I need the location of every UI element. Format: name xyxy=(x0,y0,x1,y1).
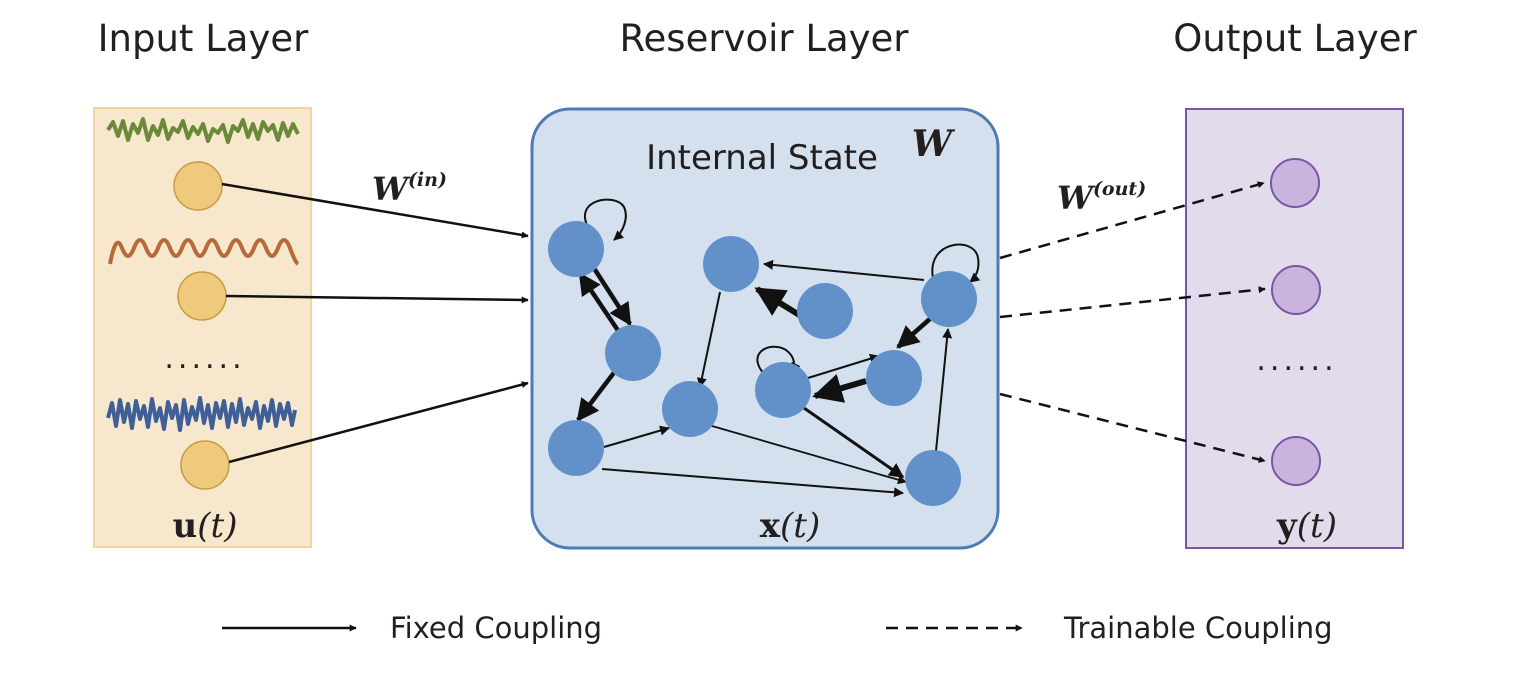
edge-k-d xyxy=(754,286,803,319)
edge-d-e xyxy=(696,291,721,388)
self-loop-a xyxy=(583,198,627,241)
output-coupling-1 xyxy=(999,181,1265,260)
reservoir-node-a xyxy=(548,221,604,277)
reservoir-connections xyxy=(576,198,981,498)
reservoir-node-d xyxy=(703,236,759,292)
internal-state-label: Internal State xyxy=(646,138,878,178)
input-coupling-3 xyxy=(228,381,529,464)
reservoir-nodes xyxy=(548,221,977,506)
input-signal-orange xyxy=(108,238,300,266)
edge-c-e xyxy=(603,425,670,448)
legend-fixed-label: Fixed Coupling xyxy=(390,611,602,645)
reservoir-node-i xyxy=(921,271,977,327)
input-ellipsis: ...... xyxy=(164,341,245,376)
input-node-1 xyxy=(173,161,223,211)
edge-i-d xyxy=(763,259,925,281)
output-node-2 xyxy=(1271,265,1321,315)
reservoir-weight-label: W xyxy=(912,123,956,165)
self-loop-i xyxy=(931,243,981,283)
output-layer-title: Output Layer xyxy=(1173,17,1417,60)
input-signal-blue xyxy=(106,396,297,432)
output-node-1 xyxy=(1270,158,1320,208)
reservoir-node-h xyxy=(905,450,961,506)
reservoir-node-c xyxy=(548,420,604,476)
reservoir-layer-title: Reservoir Layer xyxy=(619,17,909,60)
output-coupling-2 xyxy=(999,286,1266,319)
output-node-3 xyxy=(1271,436,1321,486)
reservoir-node-b xyxy=(605,325,661,381)
input-signal-green xyxy=(106,117,300,144)
edge-e-h xyxy=(711,425,907,485)
input-coupling-2 xyxy=(225,294,529,304)
edge-c-h xyxy=(601,468,904,498)
input-node-3 xyxy=(180,440,230,490)
reservoir-node-e xyxy=(662,381,718,437)
input-weight-label: W(in) xyxy=(372,169,447,208)
output-ellipsis: ...... xyxy=(1256,343,1337,378)
input-layer-title: Input Layer xyxy=(98,17,310,60)
output-coupling-3 xyxy=(999,392,1266,463)
reservoir-node-k xyxy=(797,283,853,339)
edge-b-a xyxy=(578,272,621,334)
edge-g-f xyxy=(812,373,867,403)
input-node-2 xyxy=(177,271,227,321)
reservoir-node-f xyxy=(755,362,811,418)
self-loop-f xyxy=(756,345,801,379)
reservoir-panel xyxy=(530,107,1000,550)
edge-b-c xyxy=(576,368,618,422)
edge-i-g xyxy=(896,316,933,349)
input-vector-label: u(t) xyxy=(173,506,238,546)
legend-trainable-label: Trainable Coupling xyxy=(1063,611,1333,645)
reservoir-node-g xyxy=(866,350,922,406)
edge-f-h xyxy=(803,406,905,479)
edge-h-i xyxy=(935,328,953,452)
output-vector-label: y(t) xyxy=(1276,506,1337,546)
output-weight-label: W(out) xyxy=(1057,178,1146,217)
input-coupling-1 xyxy=(221,182,529,239)
reservoir-state-label: x(t) xyxy=(760,506,820,546)
